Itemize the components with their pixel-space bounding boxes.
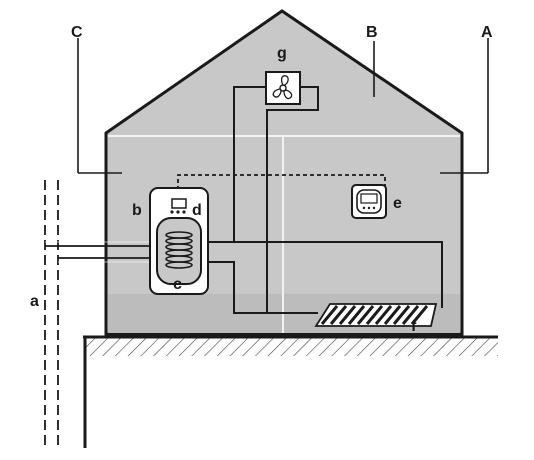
inlet-pipe-lines — [45, 245, 150, 259]
fan-icon — [265, 71, 301, 105]
label-g: g — [277, 45, 287, 62]
label-e: e — [393, 195, 402, 212]
pipe-to-underfloor — [208, 261, 318, 314]
pipe-network — [208, 86, 443, 314]
leader-lines — [77, 38, 489, 174]
label-A: A — [481, 24, 493, 41]
inlet-pipe-highlight — [45, 241, 150, 263]
control-cable — [177, 174, 386, 190]
outdoor-pipes — [44, 180, 59, 450]
underfloor-coils — [320, 305, 429, 325]
pipe-to-underfloor-return — [208, 241, 443, 308]
label-d: d — [192, 202, 202, 219]
label-a: a — [30, 293, 39, 310]
ground — [83, 335, 498, 448]
coil-icon — [165, 231, 193, 269]
pipe-to-fan-right — [266, 86, 319, 313]
tank-sensor-icon — [170, 198, 187, 214]
underfloor-loop-icon — [314, 303, 438, 327]
tank-inner — [156, 217, 202, 285]
label-c: c — [173, 276, 182, 293]
label-B: B — [366, 24, 378, 41]
hot-water-tank — [149, 187, 209, 295]
label-C: C — [71, 24, 83, 41]
label-b: b — [132, 202, 142, 219]
ground-hatch — [86, 338, 498, 356]
inlet-pipes — [45, 241, 150, 263]
label-f: f — [411, 318, 417, 335]
thermostat-icon — [351, 184, 387, 219]
